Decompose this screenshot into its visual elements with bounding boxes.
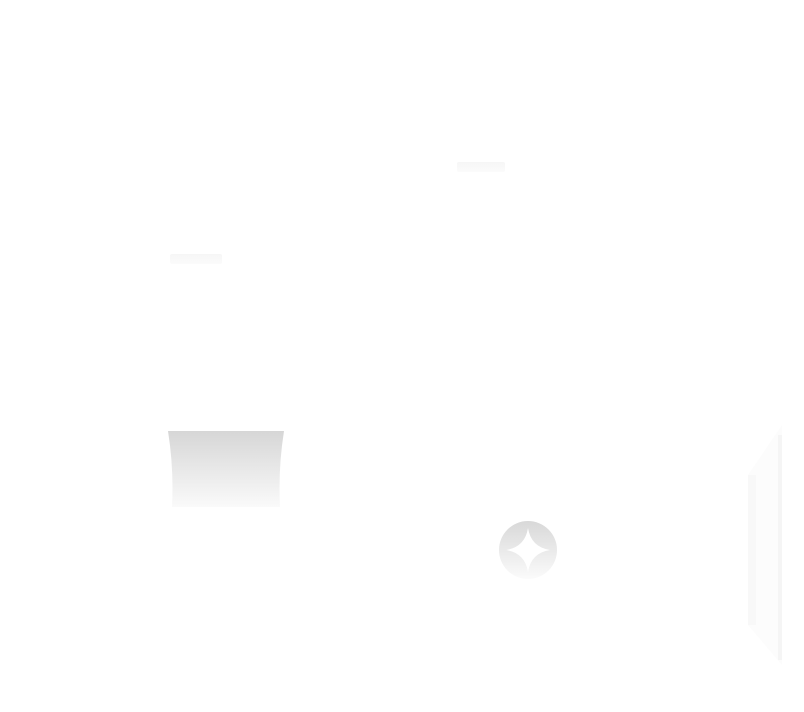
gradient-shape (168, 431, 284, 507)
edge-panel (748, 425, 782, 665)
faint-label (457, 162, 505, 172)
faint-label (170, 254, 222, 264)
sparkle-icon[interactable] (498, 520, 558, 580)
